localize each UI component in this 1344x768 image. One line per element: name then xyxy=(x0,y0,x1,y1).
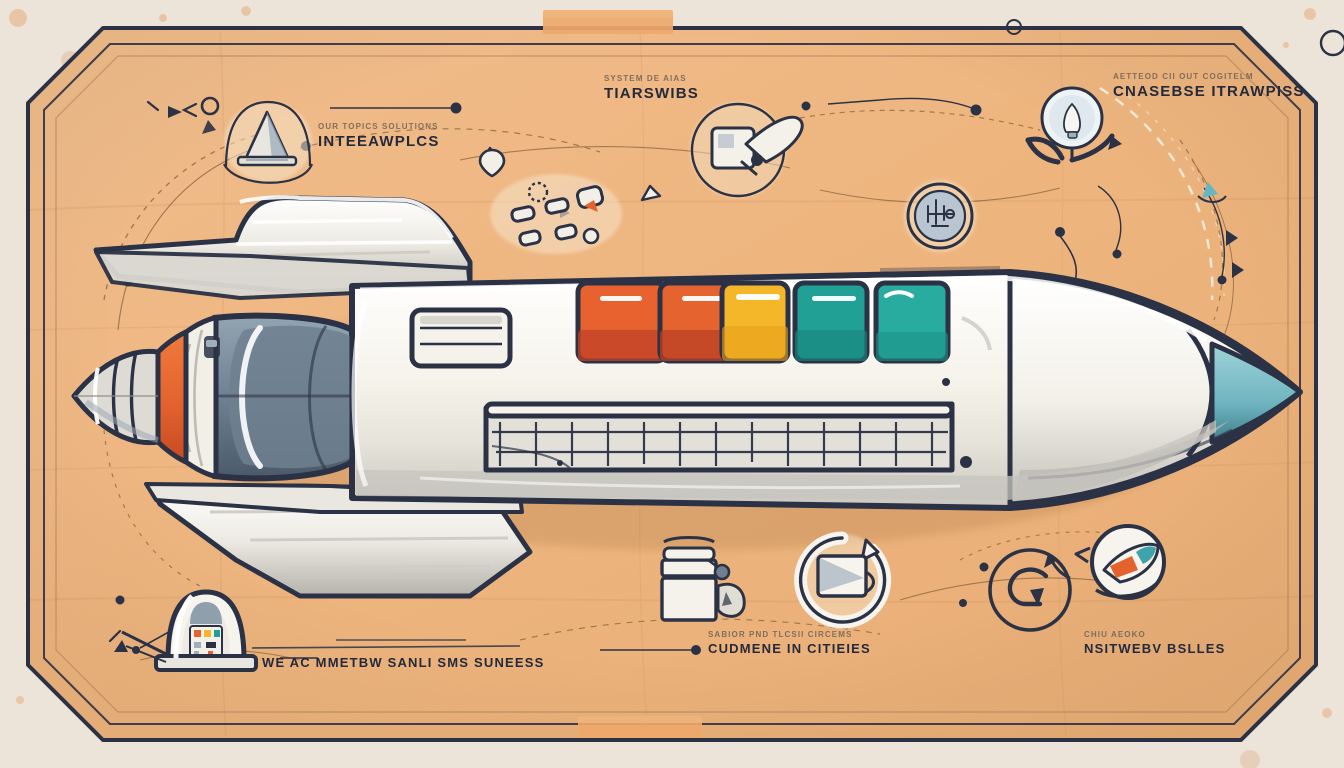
annotation-top-right: AETTEOD CII OUT COGITELM CNASEBSE ITRAWP… xyxy=(1113,72,1305,100)
annotation-head: TIARSWIBS xyxy=(604,85,699,102)
cargo-bay-panels xyxy=(575,280,951,364)
annotation-head: CNASEBSE ITRAWPISS xyxy=(1113,83,1305,100)
annotation-kicker: CHIU AEOKO xyxy=(1084,630,1146,639)
annotation-kicker: SYSTEM DE AIAS xyxy=(604,74,687,83)
tape-top xyxy=(543,10,673,34)
server-stack-icon xyxy=(660,536,746,622)
annotation-top-left: OUR TOPICS SOLUTIONS INTEEAWPLCS xyxy=(318,122,440,150)
annotation-bottom-center: SABIOR PND TLCSII CIRCEMS CUDMENE IN CIT… xyxy=(708,630,871,656)
map-pin-icon xyxy=(478,148,506,178)
tape-bottom xyxy=(578,716,702,738)
pyramid-badge-icon xyxy=(223,100,314,184)
engine-assembly xyxy=(71,312,355,482)
annotation-head: WE AC MMETBW SANLI SMS SUNEESS xyxy=(262,655,545,670)
refresh-circle-icon xyxy=(794,531,892,629)
annotation-top-center: SYSTEM DE AIAS TIARSWIBS xyxy=(604,74,699,102)
small-ring-icon xyxy=(1006,19,1022,35)
module-cluster-icon xyxy=(480,146,662,254)
small-ring-icon-2 xyxy=(1319,29,1344,57)
satellite-dish-icon xyxy=(690,102,804,198)
annotation-kicker: OUR TOPICS SOLUTIONS xyxy=(318,122,439,131)
annotation-kicker: SABIOR PND TLCSII CIRCEMS xyxy=(708,630,853,639)
rocket-badge-icon xyxy=(1074,524,1166,600)
annotation-head: CUDMENE IN CITIEIES xyxy=(708,641,871,656)
space-shuttle-illustration xyxy=(71,195,1303,599)
spiral-badge-icon xyxy=(988,548,1072,632)
annotation-kicker: AETTEOD CII OUT COGITELM xyxy=(1113,72,1254,81)
annotation-bottom-left: WE AC MMETBW SANLI SMS SUNEESS xyxy=(262,655,545,670)
bulb-badge-icon xyxy=(1025,86,1227,203)
annotation-head: NSITWEBV BSLLES xyxy=(1084,641,1226,656)
annotation-bottom-right: CHIU AEOKO NSITWEBV BSLLES xyxy=(1084,630,1226,656)
fuselage-rail xyxy=(483,401,955,473)
capsule-icon xyxy=(121,589,258,672)
annotation-head: INTEEAWPLCS xyxy=(318,133,440,150)
fuselage-hatch xyxy=(409,307,513,369)
gauge-badge-icon xyxy=(904,180,976,252)
